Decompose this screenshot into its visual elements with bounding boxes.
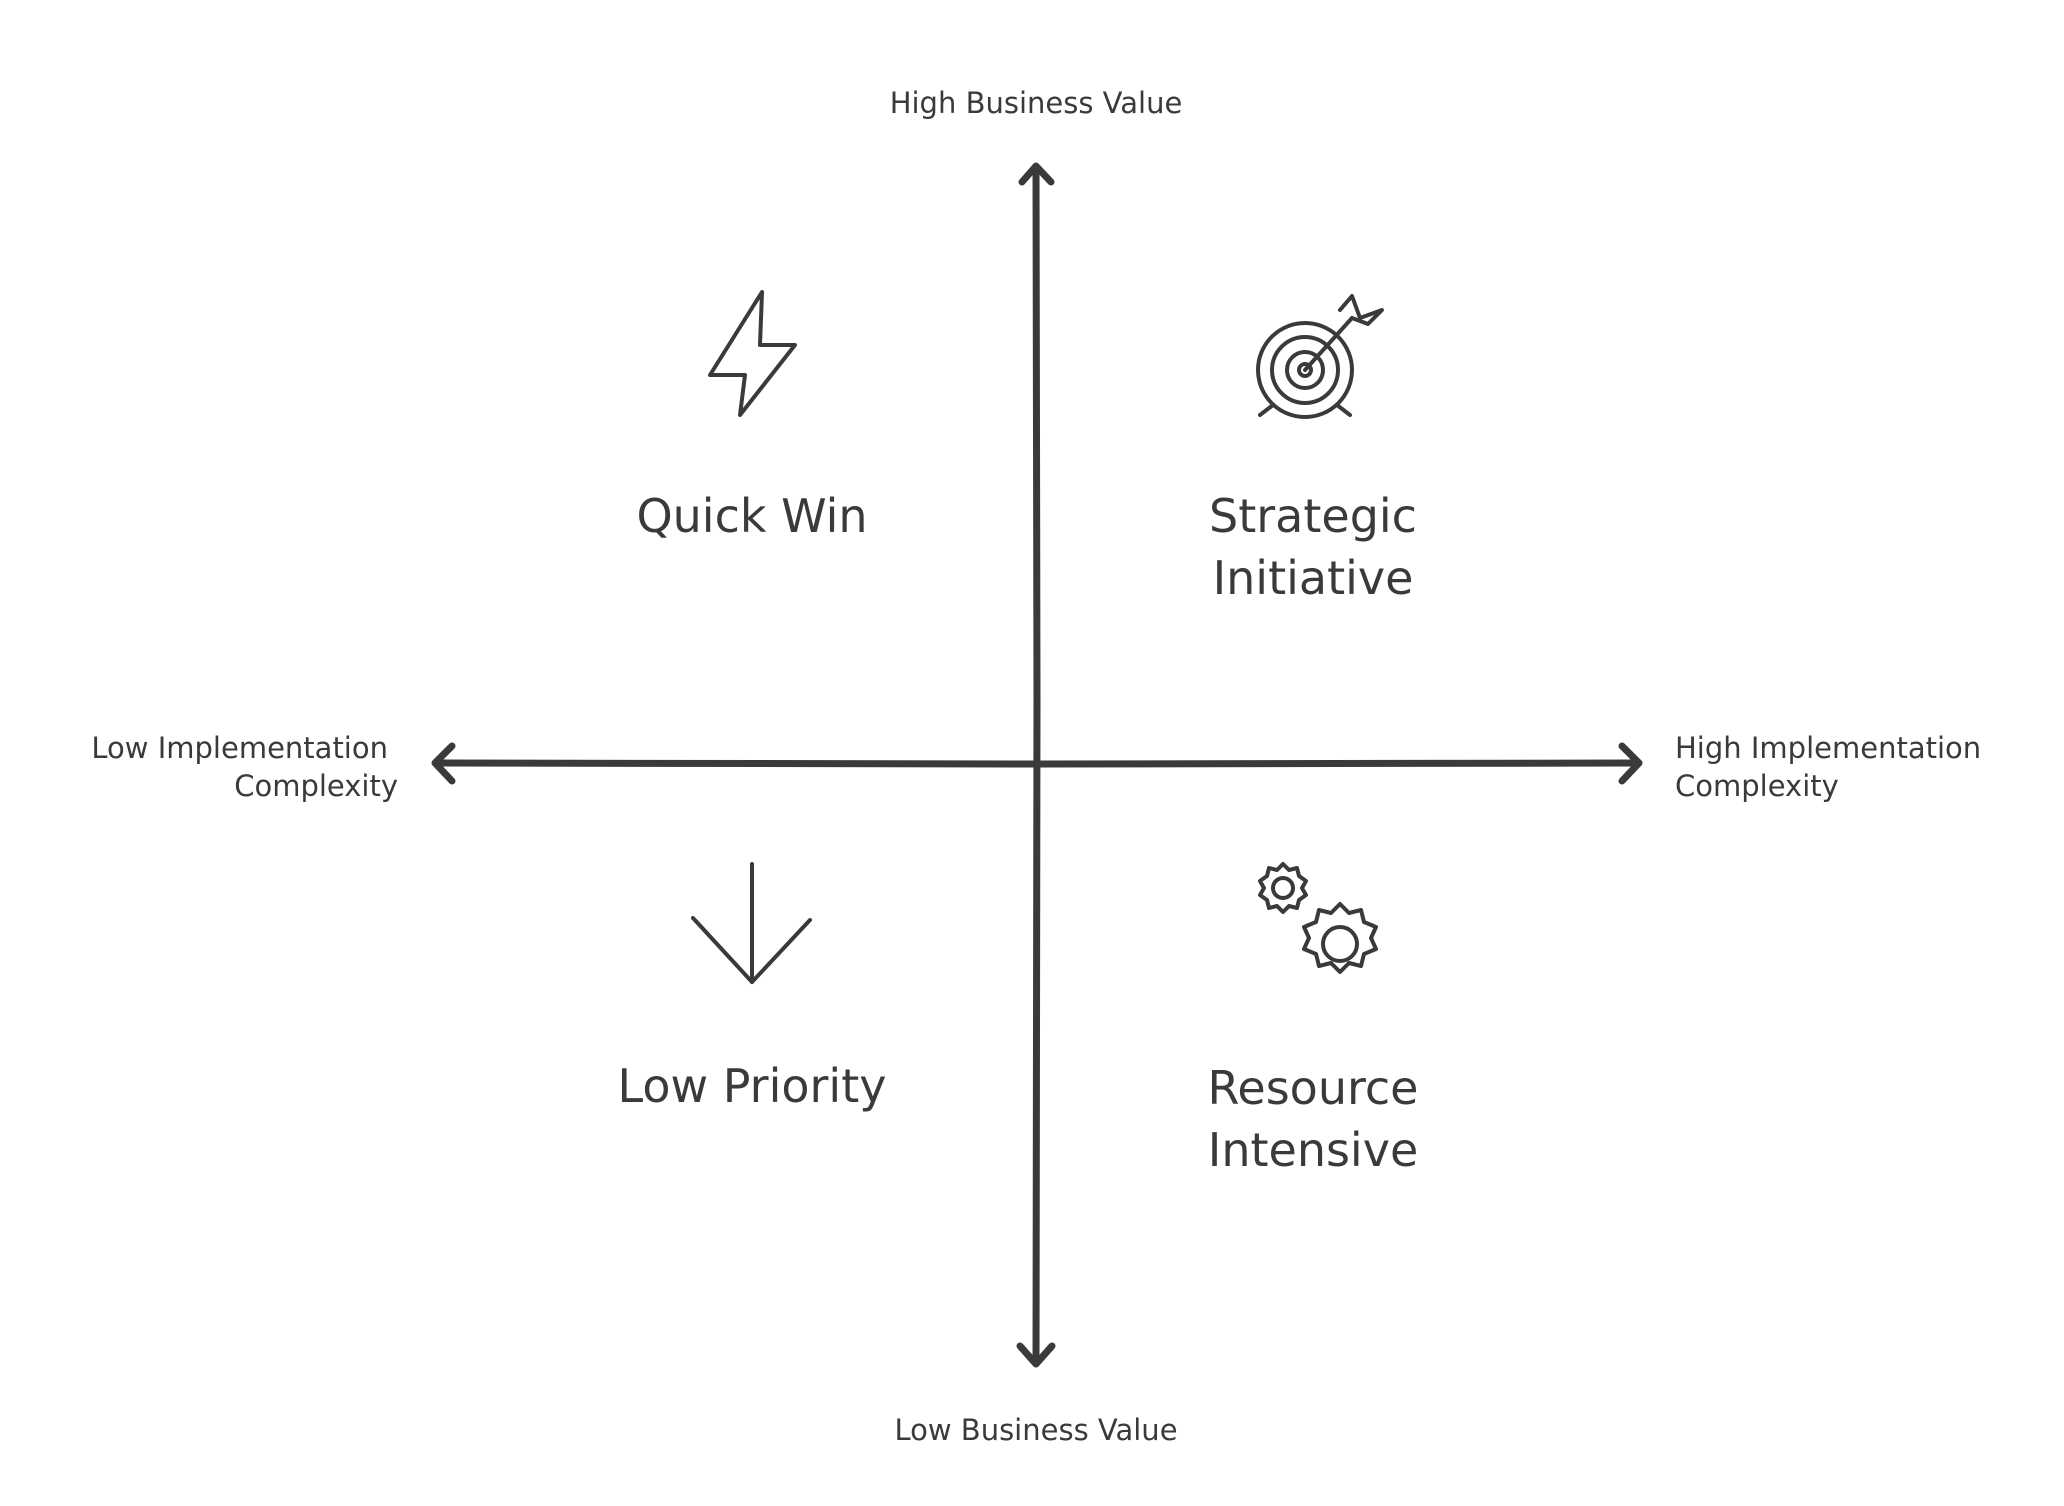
horizontal-axis-right-arrowhead [1618,742,1643,785]
horizontal-axis [432,759,1642,768]
axis-label-right-line1: High Implementation [1675,731,1982,765]
axis-label-right: High Implementation Complexity [1675,729,1981,805]
axis-label-left-line2: Complexity [234,769,398,803]
quadrant-label-line2: Intensive [1207,1123,1419,1177]
vertical-axis [1032,164,1041,1366]
quadrant-label-line1: Strategic [1209,489,1417,543]
axis-label-left: Low Implementation Complexity [91,729,398,805]
gears-icon [1258,862,1378,974]
axis-label-bottom: Low Business Value [894,1413,1178,1447]
axis-label-top: High Business Value [889,86,1183,120]
target-arrow-icon [1256,294,1384,419]
quadrant-label-line2: Initiative [1212,551,1414,605]
quadrant-quick-win: Quick Win [636,489,868,543]
quadrant-low-priority: Low Priority [617,1059,887,1113]
quadrant-resource-intensive: Resource Intensive [1208,1057,1419,1181]
axis-label-right-line2: Complexity [1675,769,1839,803]
quadrant-strategic-initiative: Strategic Initiative [1209,485,1417,609]
axis-label-left-line1: Low Implementation [91,731,388,765]
vertical-axis-top-arrowhead [1018,162,1055,186]
arrow-down-icon [691,862,812,984]
lightning-icon [708,290,797,417]
horizontal-axis-left-arrowhead [431,742,456,785]
vertical-axis-bottom-arrowhead [1016,1342,1056,1368]
quadrant-label-line1: Resource [1207,1061,1419,1115]
